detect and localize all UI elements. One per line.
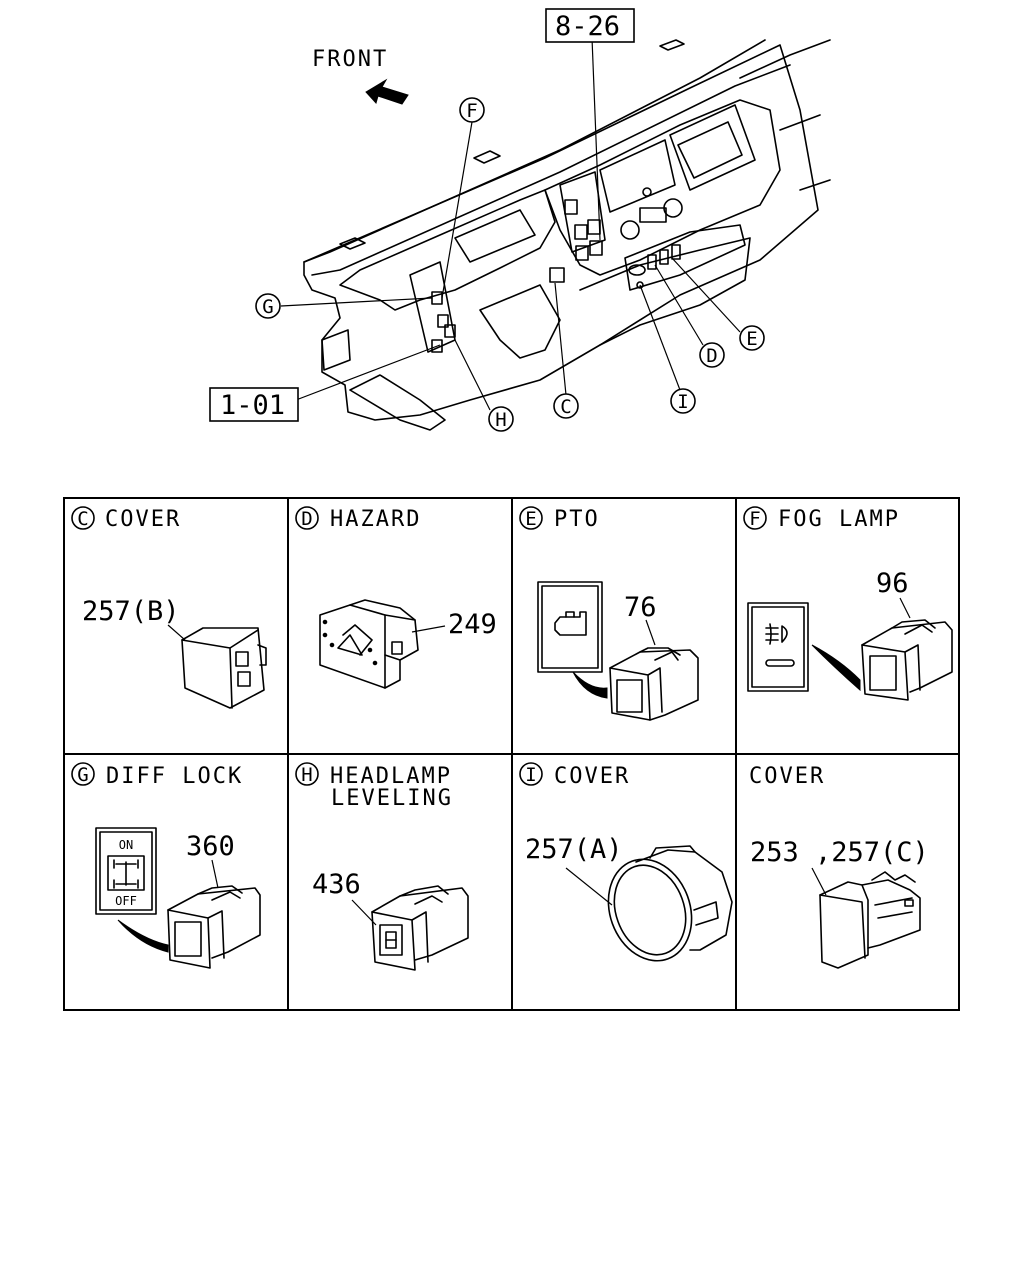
panel-h-letter: H — [301, 764, 312, 786]
callout-h-circle — [488, 406, 514, 432]
diff-lock-off-label: OFF — [115, 894, 137, 908]
cover-c-part-icon — [819, 871, 921, 969]
ref-label-top[interactable]: 8-26 — [555, 11, 620, 42]
panel-pto-e[interactable]: E PTO 76 — [519, 506, 699, 721]
panel-f-letter: F — [749, 508, 760, 530]
ref-label-left[interactable]: 1-01 — [220, 390, 285, 421]
panel-g-letter: G — [77, 764, 88, 786]
panel-c-title: COVER — [105, 507, 181, 532]
panel-g-part: 360 — [186, 831, 235, 862]
front-label: FRONT — [312, 47, 388, 72]
callout-i: I — [677, 391, 688, 413]
callout-d: D — [706, 345, 717, 367]
panel-f-title: FOG LAMP — [778, 507, 900, 532]
panel-h-part: 436 — [312, 869, 361, 900]
diff-lock-label-plate: ON OFF — [95, 827, 157, 915]
callout-e: E — [746, 328, 757, 350]
parts-grid — [63, 497, 960, 1011]
panel-hazard-d[interactable]: D HAZARD 249 — [295, 506, 497, 689]
panel-e-part: 76 — [624, 592, 657, 623]
hazard-switch-part-icon — [319, 599, 419, 689]
panel-cover-i[interactable]: I COVER 257(A) — [519, 762, 733, 973]
panel-e-title: PTO — [554, 507, 600, 532]
diff-lock-switch-part-icon — [167, 885, 261, 969]
panel-f-part: 96 — [876, 568, 909, 599]
dashboard-overview: FRONT — [209, 8, 831, 432]
callout-g: G — [262, 296, 273, 318]
center-console — [544, 99, 781, 276]
pto-switch-part-icon — [609, 647, 699, 721]
headlamp-leveling-switch-part-icon — [371, 885, 469, 971]
panel-c-letter: C — [77, 508, 88, 530]
callout-h: H — [495, 409, 506, 431]
callout-i-circle — [670, 388, 696, 414]
panel-headlamp-leveling-h[interactable]: H HEADLAMP LEVELING 436 — [295, 762, 469, 971]
panel-cover-253-part: 253 ,257(C) — [750, 837, 929, 868]
panel-fog-lamp-f[interactable]: F FOG LAMP 96 — [743, 506, 953, 701]
panel-e-letter: E — [525, 508, 536, 530]
fog-lamp-label-plate — [747, 602, 809, 692]
panel-g-title: DIFF LOCK — [106, 764, 243, 789]
panel-d-part: 249 — [448, 609, 497, 640]
panel-diff-lock-g[interactable]: G DIFF LOCK 360 ON OFF — [71, 762, 261, 969]
panel-i-title: COVER — [554, 764, 630, 789]
fog-lamp-switch-part-icon — [861, 619, 953, 701]
cover-b-part-icon — [181, 627, 267, 709]
fog-lamp-icon — [765, 623, 788, 645]
panel-h-title: HEADLAMP — [330, 764, 452, 789]
callout-e-circle — [739, 325, 765, 351]
callout-f: F — [466, 100, 477, 122]
panel-c-part: 257(B) — [82, 596, 180, 627]
callout-f-circle — [459, 97, 485, 123]
engine-icon — [554, 611, 587, 636]
ref-box-top[interactable] — [545, 8, 635, 43]
pto-label-plate — [537, 581, 603, 673]
panel-d-title: HAZARD — [330, 507, 421, 532]
gauge-cluster — [339, 189, 556, 311]
panel-cover-c[interactable]: C COVER 257(B) — [71, 506, 267, 709]
panel-h-title-line2: LEVELING — [331, 786, 453, 811]
callout-d-circle — [699, 342, 725, 368]
callout-g-circle — [255, 293, 281, 319]
panel-cover-253[interactable]: COVER 253 ,257(C) — [749, 764, 929, 969]
front-arrow-icon — [365, 78, 409, 105]
diff-lock-on-label: ON — [119, 838, 133, 852]
axle-icon — [113, 859, 139, 889]
cover-a-part-icon — [607, 845, 733, 962]
ref-box-left[interactable] — [209, 387, 299, 422]
panel-i-part: 257(A) — [525, 834, 623, 865]
callout-c: C — [560, 396, 571, 418]
panel-i-letter: I — [525, 764, 536, 786]
dashboard-outline — [303, 44, 819, 421]
callout-c-circle — [553, 393, 579, 419]
panel-cover-253-title: COVER — [749, 764, 825, 789]
panel-d-letter: D — [301, 508, 312, 530]
